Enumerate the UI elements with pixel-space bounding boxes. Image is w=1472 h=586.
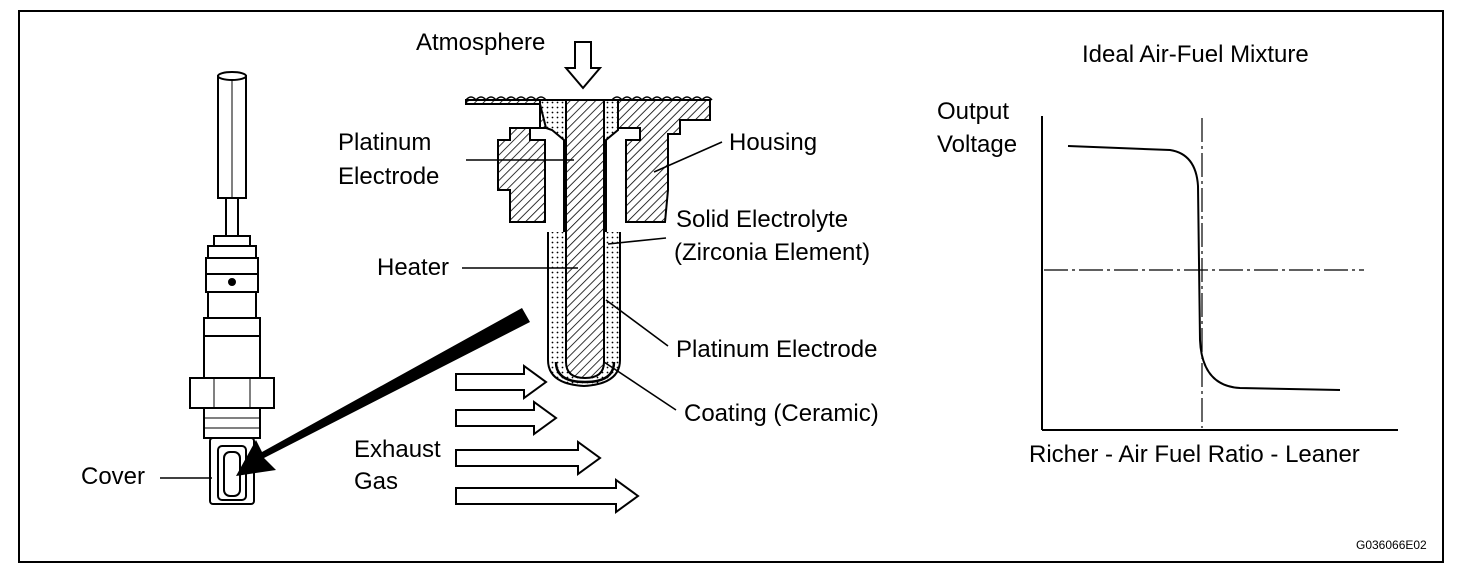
heater-element <box>565 99 605 380</box>
graph-title: Ideal Air-Fuel Mixture <box>1082 41 1309 68</box>
voltage-curve <box>1067 145 1341 391</box>
housing-left <box>465 99 547 223</box>
housing-right <box>611 99 711 223</box>
label-housing: Housing <box>729 129 818 156</box>
leader-lines <box>160 141 723 479</box>
exhaust-arrow-3 <box>455 440 602 476</box>
graph-ylabel-line2: Voltage <box>937 131 1018 158</box>
sensor-cross-section <box>465 41 713 388</box>
exhaust-gas-arrows <box>455 364 640 514</box>
graph-xlabel: Richer - Air Fuel Ratio - Leaner <box>1029 441 1360 468</box>
oxygen-sensor-exterior <box>189 71 275 505</box>
label-heater: Heater <box>377 254 450 281</box>
label-solid-electrolyte-line2: (Zirconia Element) <box>674 239 871 266</box>
label-exhaust-gas-line2: Gas <box>354 468 399 495</box>
detail-pointer-arrow <box>236 308 530 476</box>
label-cover: Cover <box>81 463 146 490</box>
exhaust-arrow-1 <box>455 364 548 400</box>
label-platinum-electrode-top-line1: Platinum <box>338 129 432 156</box>
label-exhaust-gas-line1: Exhaust <box>354 436 441 463</box>
label-platinum-electrode-lower: Platinum Electrode <box>676 336 878 363</box>
label-atmosphere: Atmosphere <box>416 29 546 56</box>
exhaust-arrow-2 <box>455 400 558 436</box>
figure-code: G036066E02 <box>1356 538 1427 552</box>
voltage-graph <box>1041 116 1398 431</box>
graph-ylabel-line1: Output <box>937 98 1010 125</box>
label-solid-electrolyte-line1: Solid Electrolyte <box>676 206 849 233</box>
label-coating: Coating (Ceramic) <box>684 400 879 427</box>
exhaust-arrow-4 <box>455 478 640 514</box>
atmosphere-arrow <box>563 41 603 90</box>
label-platinum-electrode-top-line2: Electrode <box>338 163 440 190</box>
